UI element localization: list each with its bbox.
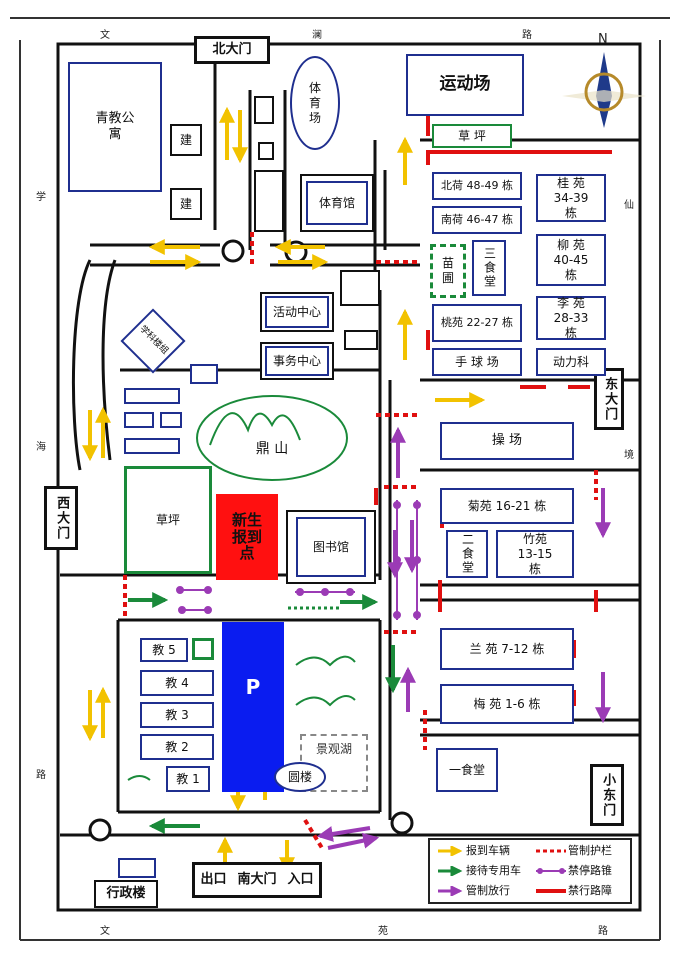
block-h	[124, 412, 154, 428]
teaching-2[interactable]: 教 2	[140, 734, 214, 760]
block-d	[340, 270, 380, 306]
small-east-gate[interactable]: 小东门	[590, 764, 624, 826]
canteen-1[interactable]: 一食堂	[436, 748, 498, 792]
road-bottom-2: 苑	[378, 926, 388, 937]
legend-no-parking-label: 禁停路锥	[568, 864, 612, 877]
east-gate[interactable]: 东大门	[594, 368, 624, 430]
round-building[interactable]: 圆楼	[274, 762, 326, 792]
stadium[interactable]: 运动场	[406, 54, 524, 116]
road-top-1: 文	[100, 30, 110, 41]
south-entry-label: 入口	[287, 871, 314, 887]
compass-north: N	[598, 32, 608, 47]
gymnasium-label: 体育馆	[306, 181, 368, 225]
nanhe-dorm[interactable]: 南荷 46-47 栋	[432, 206, 522, 234]
legend-arrival-label: 报到车辆	[466, 844, 510, 857]
lawn[interactable]: 草坪	[124, 466, 212, 574]
nursery[interactable]: 苗圃	[430, 244, 466, 298]
guiyuan-dorm[interactable]: 桂 苑 34-39 栋	[536, 174, 606, 222]
canteen-3[interactable]: 三食堂	[472, 240, 506, 296]
south-gate[interactable]: 出口 南大门 入口	[192, 862, 322, 898]
gymnasium[interactable]: 体育馆	[300, 174, 374, 232]
road-top-2: 澜	[312, 30, 322, 41]
mountain-label: 鼎 山	[255, 441, 289, 458]
teaching-5[interactable]: 教 5	[140, 638, 188, 662]
liuyuan-dorm[interactable]: 柳 苑 40-45 栋	[536, 234, 606, 286]
legend-roadblock-label: 禁行路障	[568, 884, 612, 897]
road-left-1: 学	[36, 192, 46, 203]
legend-no-parking: 禁停路锥	[534, 864, 612, 878]
red-solid-line-icon	[536, 888, 566, 893]
activity-center[interactable]: 活动中心	[260, 292, 334, 332]
road-right-2: 境	[624, 450, 634, 461]
road-bottom-1: 文	[100, 926, 110, 937]
road-left-3: 路	[36, 770, 46, 781]
teaching-1[interactable]: 教 1	[166, 766, 210, 792]
purple-cone-line-icon	[536, 867, 566, 874]
parking-lot[interactable]: P	[222, 622, 284, 792]
road-top-3: 路	[522, 30, 532, 41]
purple-arrow-icon	[438, 885, 463, 896]
yellow-arrow-icon	[438, 845, 463, 856]
legend-barrier-label: 管制护栏	[568, 844, 612, 857]
legend: 报到车辆 接待专用车 管制放行 管制护栏 禁停路锥 禁行路障	[428, 838, 632, 904]
legend-controlled-label: 管制放行	[466, 884, 510, 897]
legend-reception: 接待专用车	[436, 864, 521, 878]
block-f	[190, 364, 218, 384]
construction-1[interactable]: 建	[170, 124, 202, 156]
zhuyuan-dorm[interactable]: 竹苑 13-15 栋	[496, 530, 574, 578]
lawn-top[interactable]: 草 坪	[432, 124, 512, 148]
lanyuan-dorm[interactable]: 兰 苑 7-12 栋	[440, 628, 574, 670]
legend-barrier: 管制护栏	[534, 844, 612, 858]
south-gate-label: 南大门	[237, 871, 277, 887]
block-a	[254, 96, 274, 124]
red-dashed-line-icon	[536, 849, 566, 853]
block-e	[344, 330, 378, 350]
small-green-box	[192, 638, 214, 660]
green-arrow-icon	[438, 865, 463, 876]
legend-controlled: 管制放行	[436, 884, 510, 898]
south-exit-label: 出口	[200, 871, 227, 887]
block-j	[124, 438, 180, 454]
teaching-4[interactable]: 教 4	[140, 670, 214, 696]
block-g	[124, 388, 180, 404]
library[interactable]: 图书馆	[286, 510, 376, 584]
power-office[interactable]: 动力科	[536, 348, 606, 376]
canteen-2[interactable]: 二食堂	[446, 530, 488, 578]
road-bottom-3: 路	[598, 926, 608, 937]
meiyuan-dorm[interactable]: 梅 苑 1-6 栋	[440, 684, 574, 724]
registration-point[interactable]: 新生报到点	[216, 494, 278, 580]
affairs-center-label: 事务中心	[265, 346, 329, 376]
block-b	[258, 142, 274, 160]
affairs-center[interactable]: 事务中心	[260, 342, 334, 380]
small-blue-box	[118, 858, 156, 878]
apartment-building[interactable]: 青教公寓	[68, 62, 162, 192]
legend-reception-label: 接待专用车	[466, 864, 521, 877]
block-i	[160, 412, 182, 428]
admin-building[interactable]: 行政楼	[94, 880, 158, 908]
road-left-2: 海	[36, 442, 46, 453]
legend-arrival: 报到车辆	[436, 844, 510, 858]
gym-field[interactable]: 体育场	[290, 56, 340, 150]
teaching-3[interactable]: 教 3	[140, 702, 214, 728]
liyuan-dorm[interactable]: 李 苑 28-33 栋	[536, 296, 606, 340]
construction-2[interactable]: 建	[170, 188, 202, 220]
block-c	[254, 170, 284, 232]
north-gate[interactable]: 北大门	[194, 36, 270, 64]
juyuan-dorm[interactable]: 菊苑 16-21 栋	[440, 488, 574, 524]
handball-court[interactable]: 手 球 场	[432, 348, 522, 376]
playground[interactable]: 操 场	[440, 422, 574, 460]
library-label: 图书馆	[296, 517, 366, 577]
activity-center-label: 活动中心	[265, 296, 329, 328]
beihe-dorm[interactable]: 北荷 48-49 栋	[432, 172, 522, 200]
west-gate[interactable]: 西大门	[44, 486, 78, 550]
taoyuan-dorm[interactable]: 桃苑 22-27 栋	[432, 304, 522, 342]
legend-roadblock: 禁行路障	[534, 884, 612, 898]
road-right-1: 仙	[624, 200, 634, 211]
